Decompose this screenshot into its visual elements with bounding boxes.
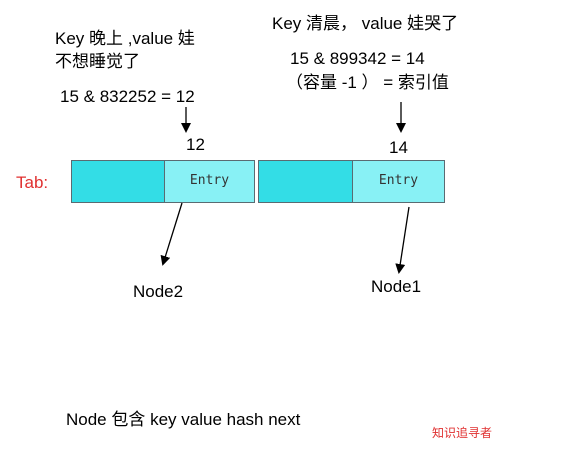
- key1-calc: 15 & 832252 = 12: [60, 87, 195, 106]
- arrow-entry-to-node1: [395, 206, 410, 274]
- footer-text: Node 包含 key value hash next: [66, 410, 301, 429]
- index-label-14: 14: [389, 138, 408, 157]
- key1-line2: 不想睡觉了: [55, 52, 140, 71]
- tab-label: Tab:: [16, 173, 49, 192]
- watermark: 知识追寻者: [432, 426, 493, 440]
- node1-label: Node1: [371, 277, 422, 296]
- key2-line1: Key 清晨， value 娃哭了: [272, 14, 459, 33]
- tab-cell-3-entry: Entry: [352, 160, 445, 203]
- index-label-12: 12: [186, 135, 205, 154]
- key2-note: （容量 -1 ） = 索引值: [286, 73, 449, 92]
- entry-label: Entry: [378, 173, 419, 188]
- tab-cell-1-entry: Entry: [164, 160, 255, 203]
- node2-label: Node2: [133, 282, 184, 301]
- key1-line1: Key 晚上 ,value 娃: [55, 29, 195, 48]
- tab-cell-0: [71, 160, 165, 203]
- arrow-entry-to-node2: [160, 202, 183, 266]
- key2-calc: 15 & 899342 = 14: [290, 49, 425, 68]
- entry-label: Entry: [189, 173, 230, 188]
